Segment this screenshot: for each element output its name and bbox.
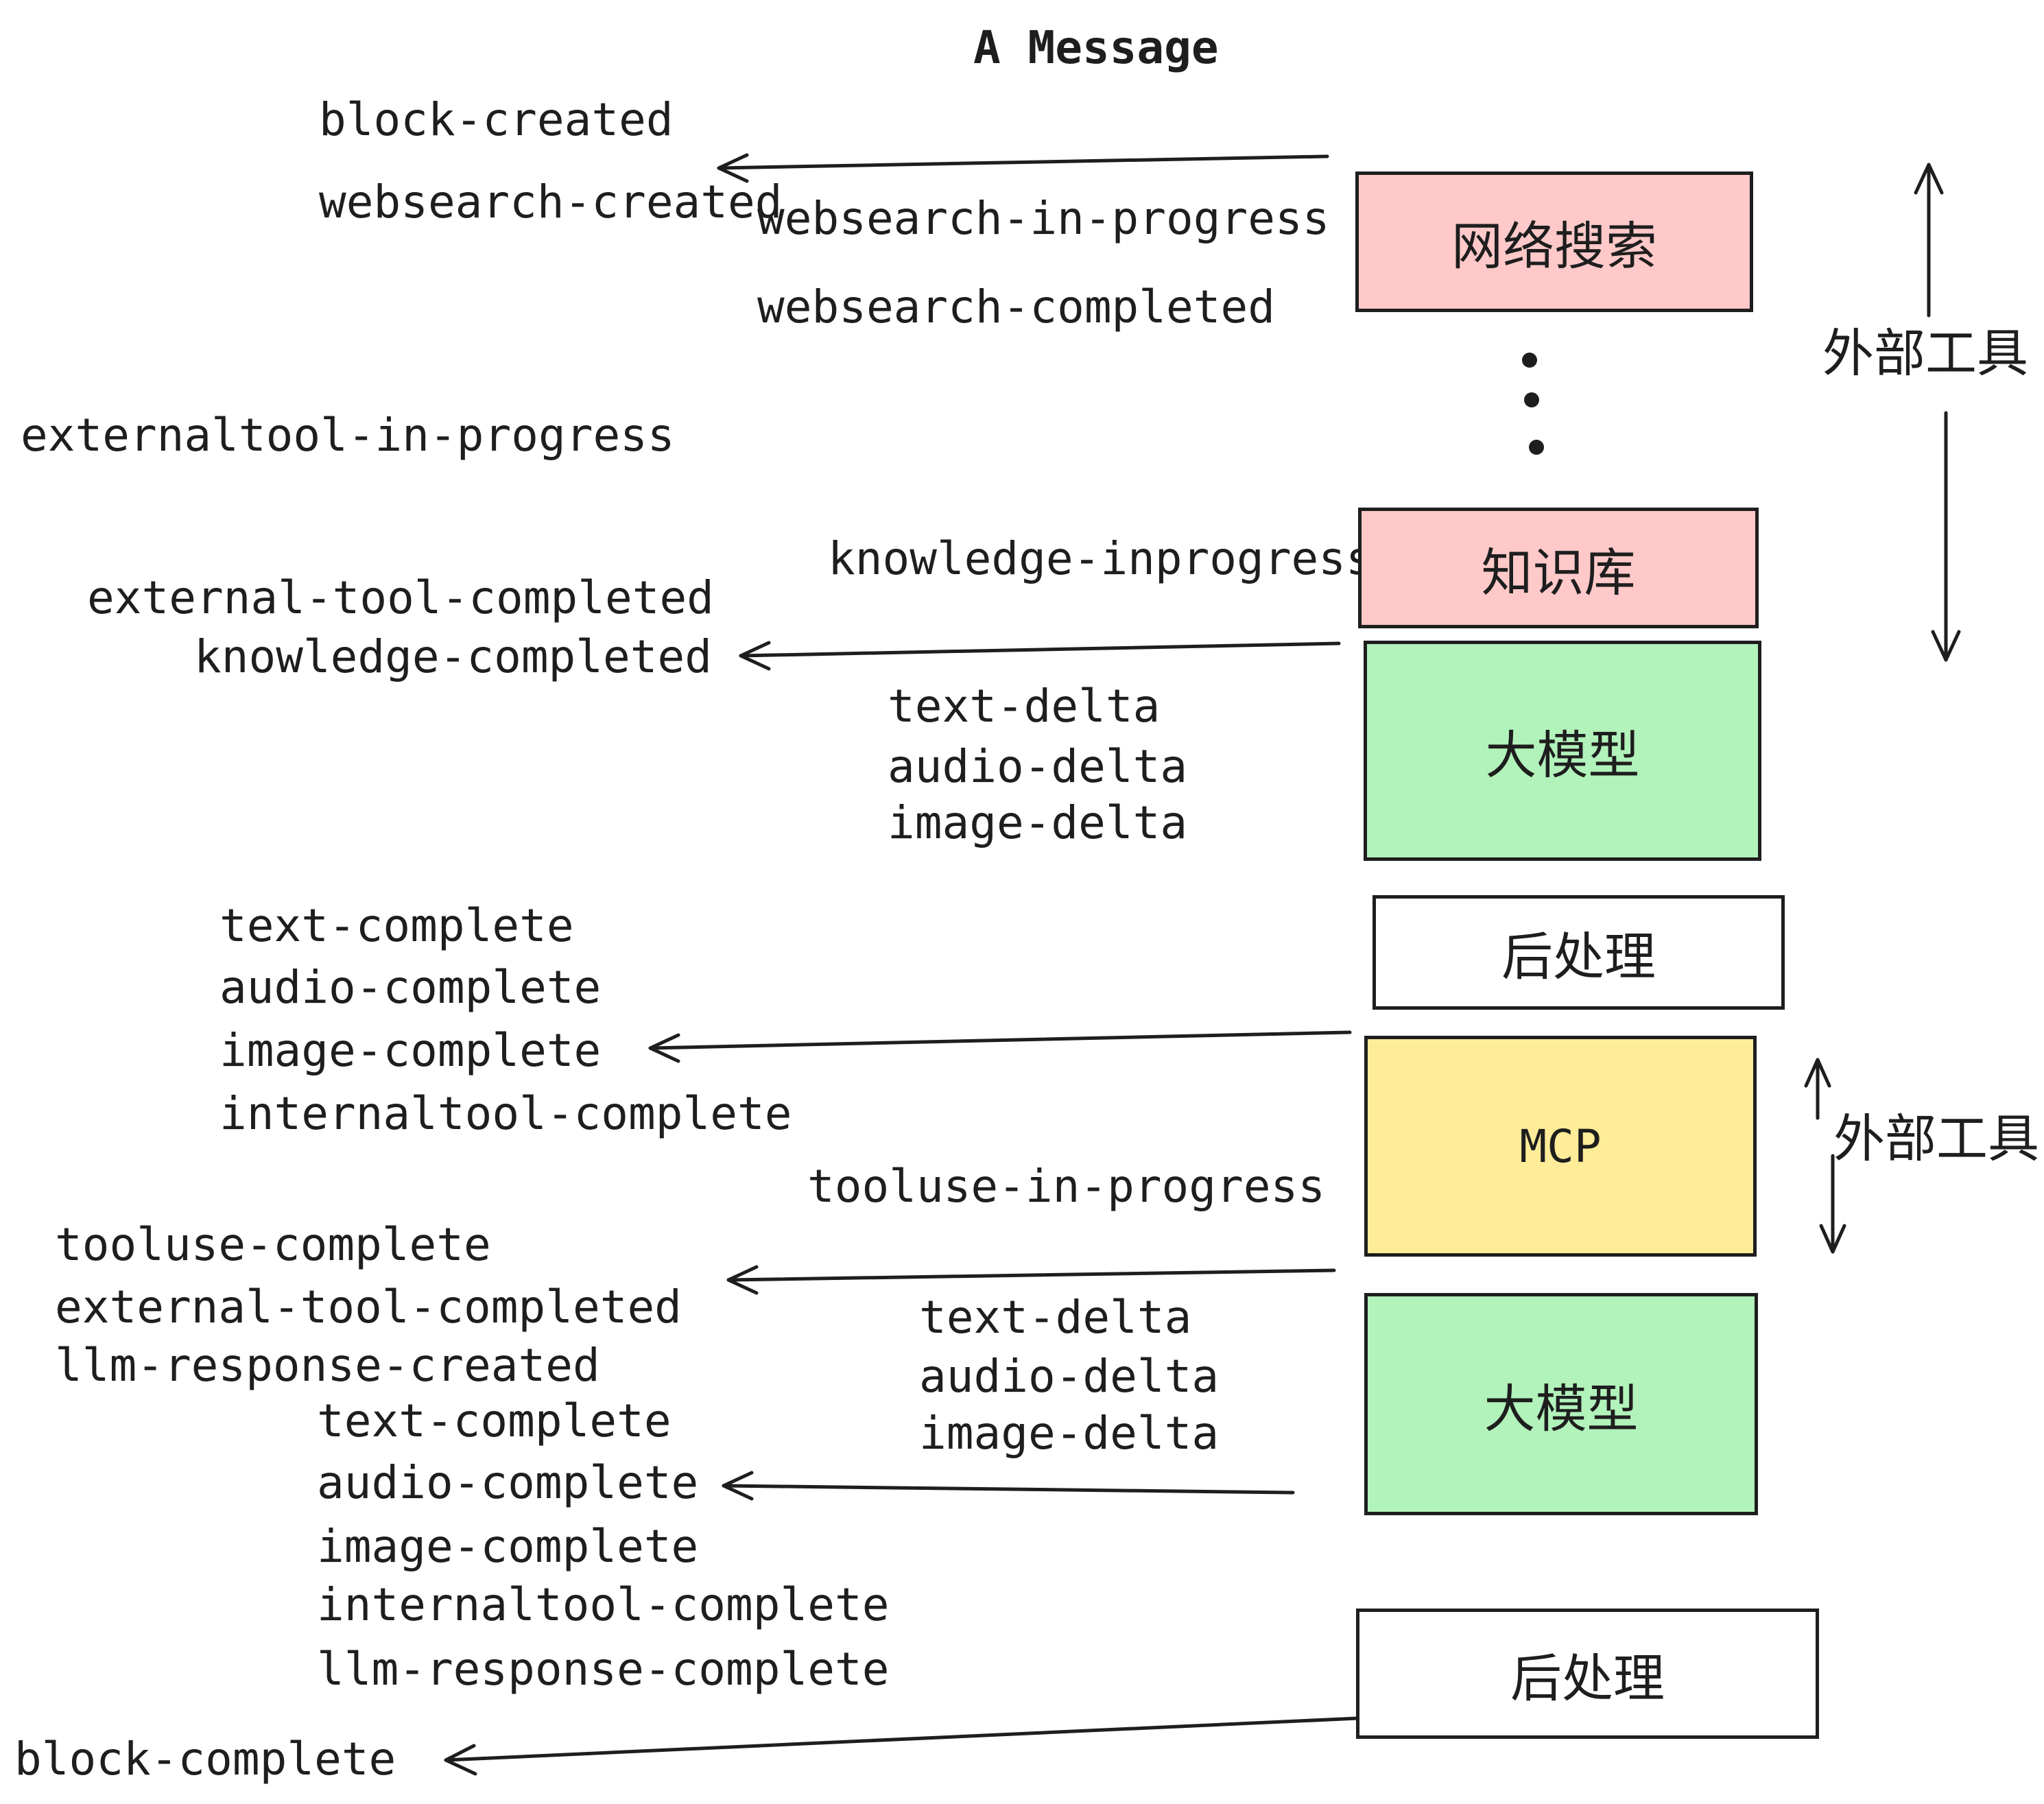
box-mcp: MCP [1364,1036,1757,1257]
ev-image-delta-1: image-delta [888,796,1188,849]
arrow-audio-complete-icon [722,1471,1295,1501]
ev-image-complete-2: image-complete [317,1520,699,1573]
ev-websearch-in-progress: websearch-in-progress [757,192,1330,245]
arrow-down-external-tool-mid-icon [1819,1154,1846,1254]
arrow-knowledge-completed-icon [739,641,1341,671]
ev-audio-complete-1: audio-complete [219,961,602,1014]
ev-tooluse-in-progress: tooluse-in-progress [807,1160,1325,1213]
box-knowledge-base-label: 知识库 [1481,542,1636,603]
ev-knowledge-completed: knowledge-completed [194,630,712,683]
ev-image-delta-2: image-delta [919,1407,1220,1460]
ellipsis-dot-icon [1522,353,1537,368]
page-title: A Message [973,21,1219,74]
ev-text-delta-1: text-delta [888,680,1161,733]
ellipsis-dot-icon [1524,392,1539,407]
ev-internaltool-complete-2: internaltool-complete [317,1578,890,1631]
ellipsis-dot-icon [1529,440,1544,455]
ev-externaltool-in-progress: externaltool-in-progress [21,409,675,462]
box-postprocess-1-label: 后处理 [1501,927,1656,987]
ev-websearch-completed: websearch-completed [757,281,1275,333]
ev-external-tool-completed-2: external-tool-completed [55,1281,682,1333]
box-knowledge-base: 知识库 [1358,508,1759,628]
box-llm-2: 大模型 [1364,1293,1758,1515]
ev-llm-response-created: llm-response-created [55,1339,600,1392]
ev-text-complete-2: text-complete [317,1394,672,1447]
ev-tooluse-complete: tooluse-complete [55,1218,491,1271]
ev-audio-delta-1: audio-delta [888,740,1188,793]
arrow-block-complete-icon [444,1716,1360,1776]
annotation-external-tool-mid: 外部工具 [1833,1108,2040,1169]
ev-image-complete-1: image-complete [219,1024,602,1077]
ev-audio-complete-2: audio-complete [317,1456,699,1509]
box-postprocess-2-label: 后处理 [1510,1648,1665,1709]
arrow-image-complete-icon [648,1030,1352,1063]
annotation-external-tool-top: 外部工具 [1822,323,2029,383]
ev-external-tool-completed-1: external-tool-completed [87,571,714,624]
ev-audio-delta-2: audio-delta [919,1350,1220,1403]
box-llm-2-label: 大模型 [1484,1378,1639,1439]
arrow-up-external-tool-mid-icon [1804,1058,1831,1120]
ev-block-complete: block-complete [14,1733,396,1785]
box-postprocess-2: 后处理 [1356,1609,1819,1739]
box-llm-1: 大模型 [1364,641,1761,861]
arrow-down-external-tool-top-icon [1931,411,1961,662]
arrow-up-external-tool-top-icon [1914,163,1944,318]
box-llm-1-label: 大模型 [1485,725,1640,785]
arrow-tooluse-complete-icon [726,1265,1336,1295]
ev-block-created: block-created [319,93,674,146]
box-postprocess-1: 后处理 [1372,895,1785,1010]
box-mcp-label: MCP [1519,1119,1602,1173]
ev-text-delta-2: text-delta [919,1291,1192,1344]
ev-websearch-created: websearch-created [319,176,783,228]
ev-internaltool-complete-1: internaltool-complete [219,1087,792,1140]
box-web-search: 网络搜索 [1355,171,1753,312]
ev-text-complete-1: text-complete [219,899,574,952]
box-web-search-label: 网络搜索 [1451,216,1657,276]
ev-llm-response-complete: llm-response-complete [317,1643,890,1696]
arrow-websearch-created-icon [717,153,1329,183]
ev-knowledge-inprogress: knowledge-inprogress [828,532,1373,585]
